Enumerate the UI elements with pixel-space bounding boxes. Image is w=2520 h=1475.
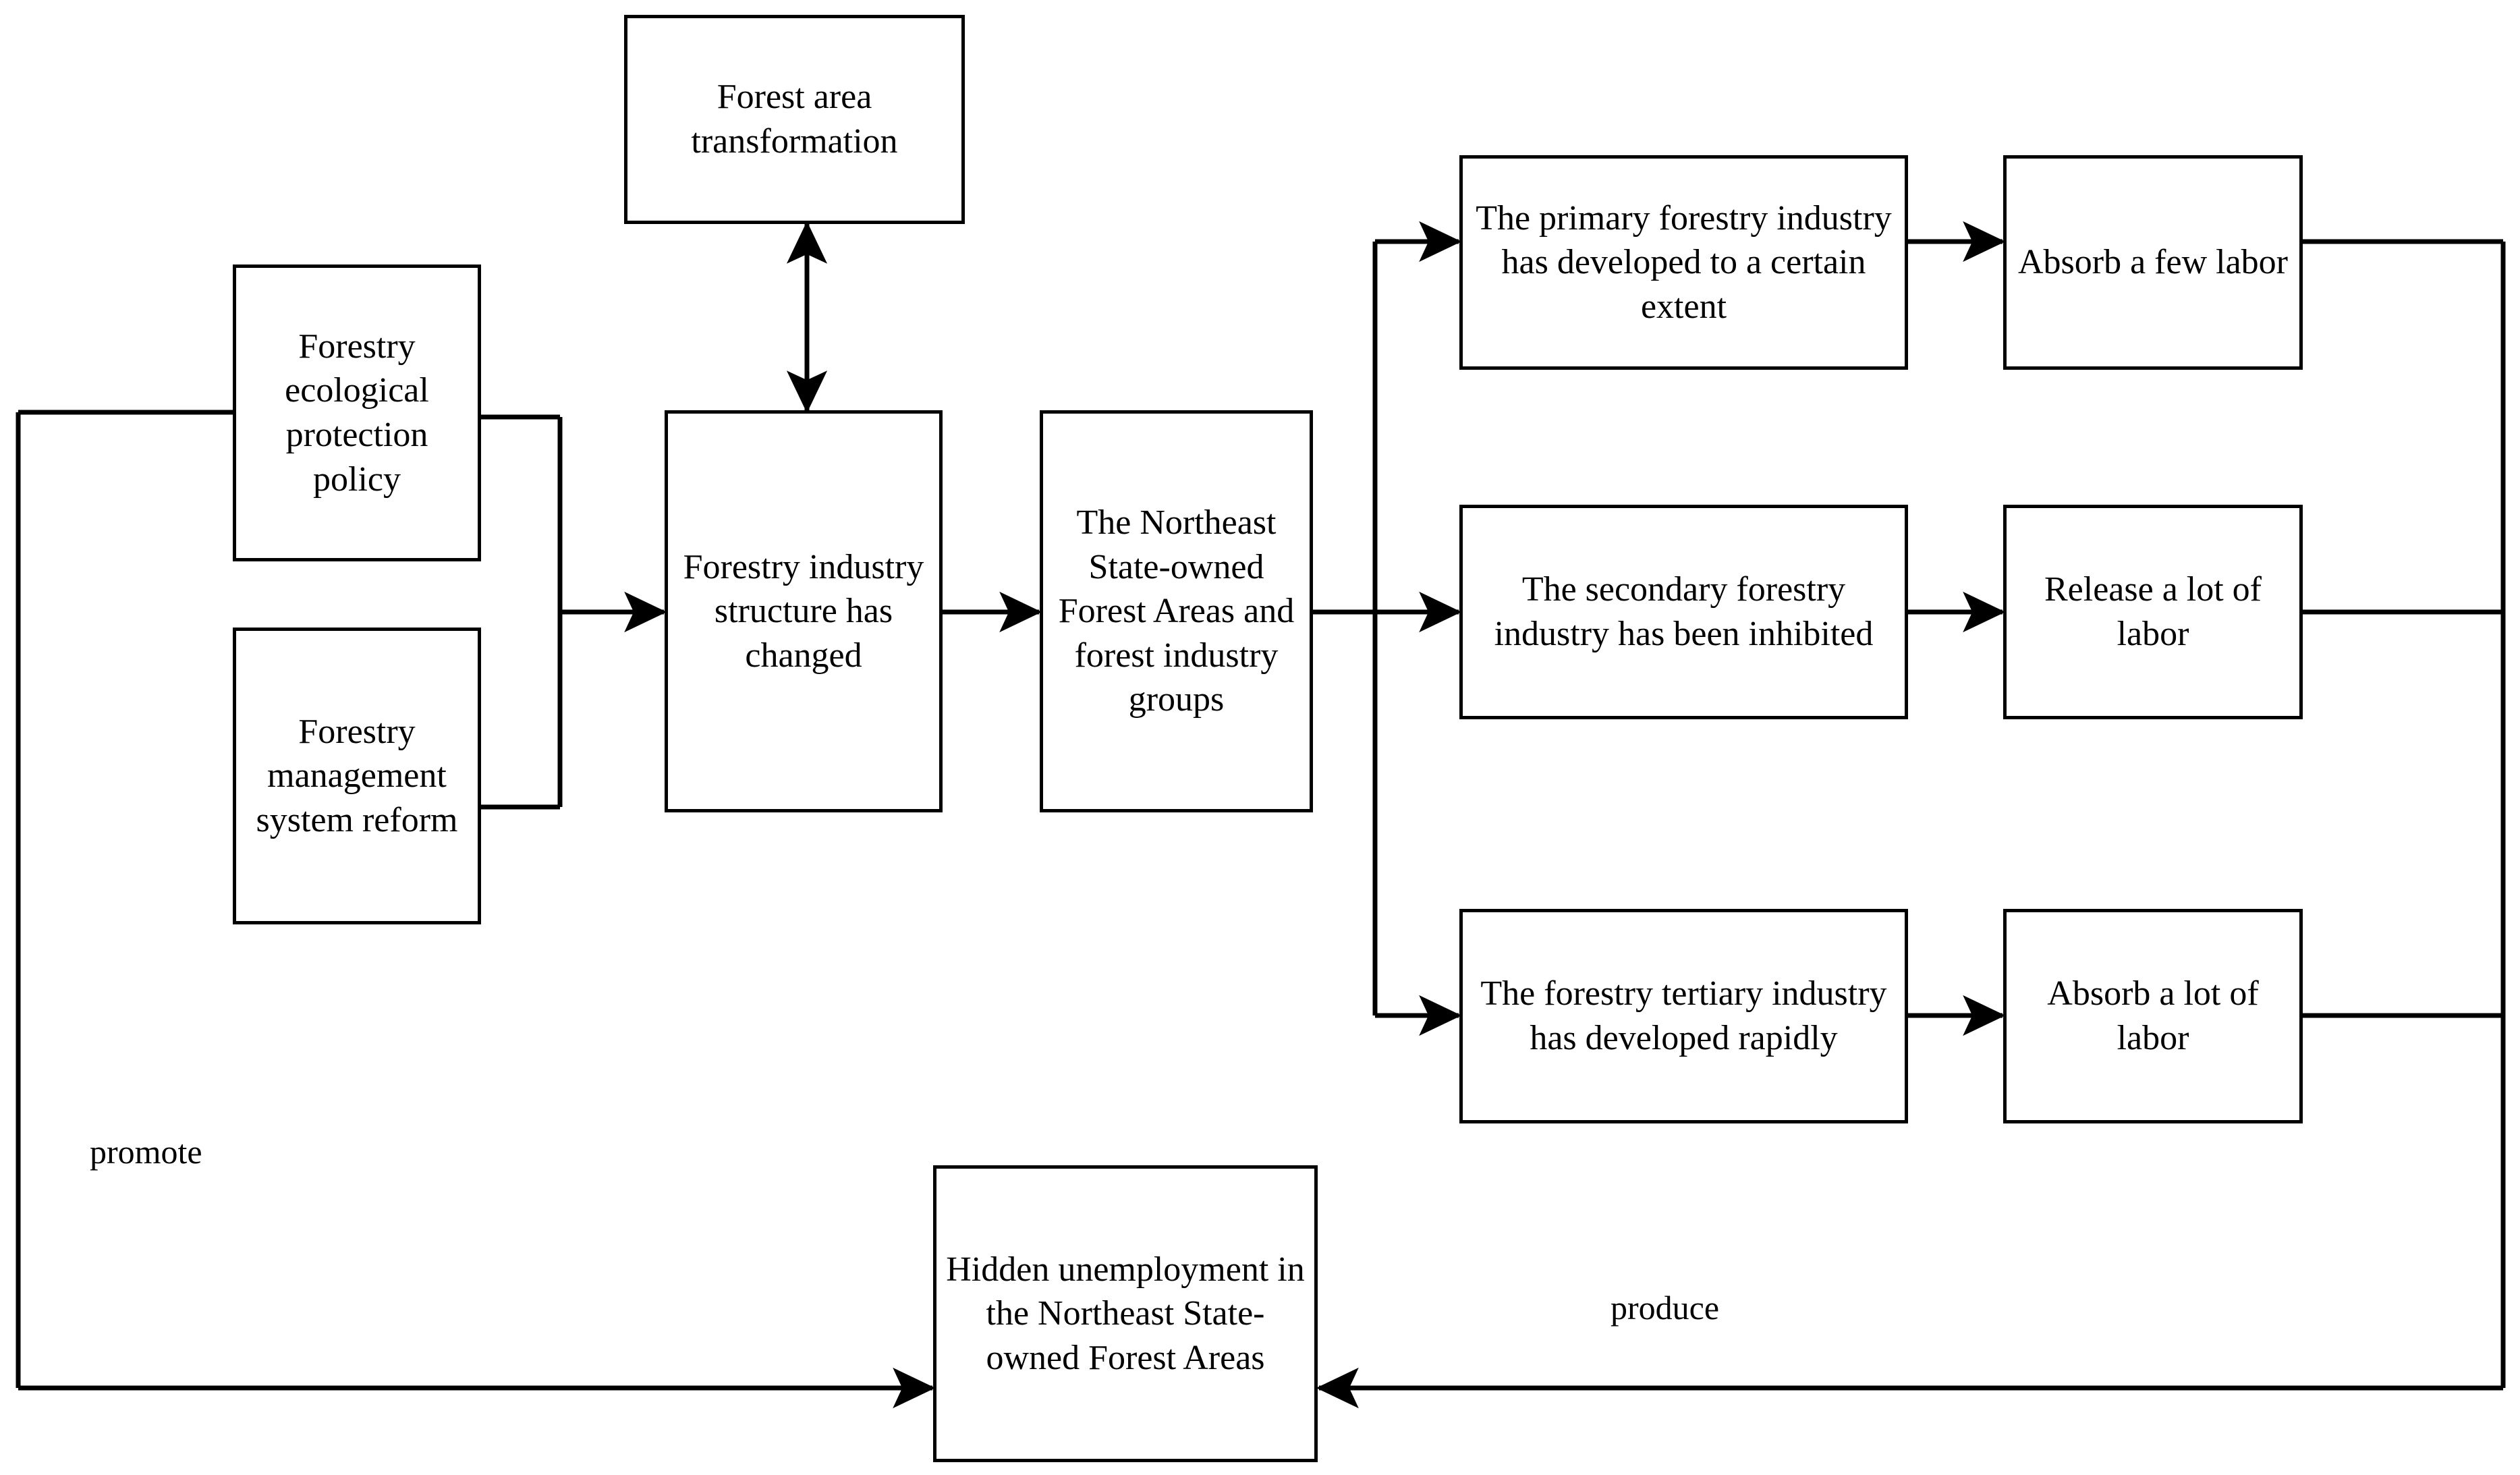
node-industry-structure[interactable]: Forestry industry structure has changed: [665, 410, 943, 812]
node-tertiary-industry[interactable]: The forestry tertiary industry has devel…: [1459, 909, 1908, 1123]
node-tertiary-industry-label: The forestry tertiary industry has devel…: [1480, 974, 1887, 1057]
node-hidden-unemployment[interactable]: Hidden unemployment in the Northeast Sta…: [933, 1165, 1318, 1462]
node-primary-industry-label: The primary forestry industry has develo…: [1476, 198, 1892, 326]
node-ecological-policy[interactable]: Forestry ecological protection policy: [233, 265, 481, 561]
edge-label-promote: promote: [90, 1133, 202, 1171]
node-primary-industry[interactable]: The primary forestry industry has develo…: [1459, 155, 1908, 370]
node-ecological-policy-label: Forestry ecological protection policy: [285, 327, 429, 499]
node-absorb-few-labor[interactable]: Absorb a few labor: [2003, 155, 2303, 370]
node-release-lot-labor[interactable]: Release a lot of labor: [2003, 505, 2303, 719]
edge-label-produce: produce: [1611, 1289, 1720, 1327]
node-hidden-unemployment-label: Hidden unemployment in the Northeast Sta…: [946, 1250, 1305, 1377]
node-secondary-industry[interactable]: The secondary forestry industry has been…: [1459, 505, 1908, 719]
node-industry-structure-label: Forestry industry structure has changed: [683, 547, 924, 675]
node-northeast-groups-label: The Northeast State-owned Forest Areas a…: [1058, 503, 1295, 719]
node-northeast-groups[interactable]: The Northeast State-owned Forest Areas a…: [1040, 410, 1313, 812]
node-absorb-lot-labor-label: Absorb a lot of labor: [2047, 974, 2259, 1057]
node-absorb-few-labor-label: Absorb a few labor: [2018, 243, 2288, 282]
node-absorb-lot-labor[interactable]: Absorb a lot of labor: [2003, 909, 2303, 1123]
node-forest-area-transformation-label: Forest area transformation: [691, 78, 898, 161]
node-management-reform-label: Forestry management system reform: [256, 712, 458, 839]
node-secondary-industry-label: The secondary forestry industry has been…: [1494, 570, 1874, 653]
node-release-lot-labor-label: Release a lot of labor: [2044, 570, 2262, 653]
node-management-reform[interactable]: Forestry management system reform: [233, 628, 481, 924]
node-forest-area-transformation[interactable]: Forest area transformation: [624, 15, 965, 224]
